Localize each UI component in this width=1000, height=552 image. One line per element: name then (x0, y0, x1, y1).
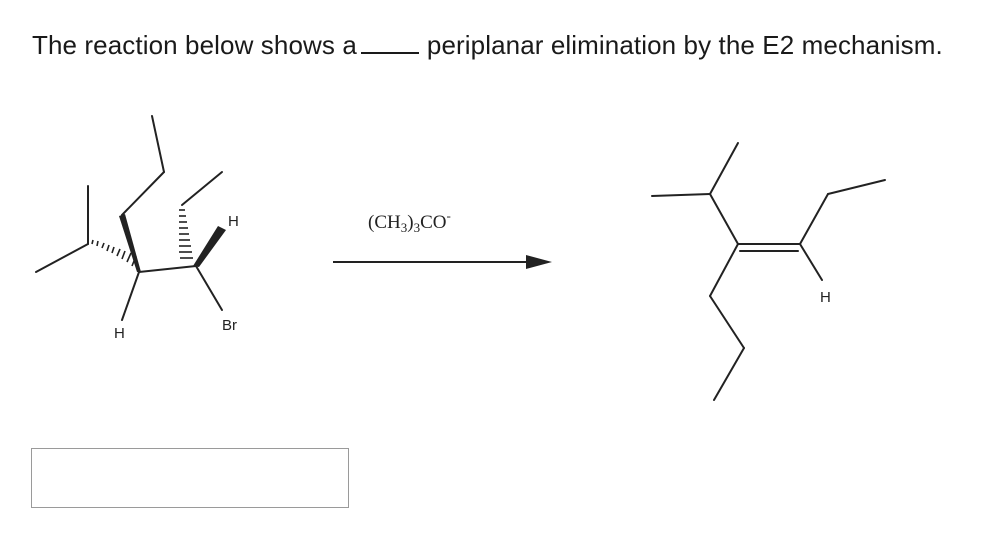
question-blank (360, 34, 419, 54)
reactant-bond-ethyl-2 (151, 115, 165, 173)
reactant-h-top-label: H (228, 213, 239, 230)
reactant-hash-methyl (179, 209, 193, 259)
product-bond-ethyl-1 (799, 193, 829, 245)
product-bond-methyl-up (709, 142, 739, 195)
reactant-structure (35, 115, 223, 321)
reactant-wedge-ethyl (119, 214, 141, 272)
reagent-formula: (CH3)3CO- (368, 208, 451, 235)
product-h-label: H (820, 289, 831, 306)
product-bond-c-h (799, 243, 823, 281)
product-bond-ethyl-2 (827, 179, 886, 195)
reactant-wedge-h (193, 226, 226, 267)
product-bond-ch-c (709, 193, 739, 245)
reaction-arrow-head (526, 255, 552, 269)
product-bond-propyl-1 (709, 243, 739, 297)
product-bond-propyl-2 (709, 295, 745, 349)
product-structure (651, 142, 886, 401)
reactant-bond-methyl-top (181, 171, 223, 206)
reactant-h-bottom-label: H (114, 325, 125, 342)
reactant-bond-methyl-left (35, 243, 89, 273)
reactant-bond-c-h-bottom (121, 271, 140, 321)
reactant-bond-c-br (195, 265, 223, 311)
answer-input[interactable] (31, 448, 349, 508)
reactant-bond-c-c (138, 265, 197, 273)
question-suffix: periplanar elimination by the E2 mechani… (426, 30, 943, 60)
reactant-hash-isopropyl (91, 239, 137, 267)
question-prefix: The reaction below shows a (32, 30, 357, 60)
reactant-br-label: Br (222, 317, 237, 334)
reactant-bond-ethyl-1 (121, 171, 165, 216)
product-bond-methyl-left (651, 193, 711, 197)
product-bond-propyl-3 (713, 347, 745, 401)
question-text: The reaction below shows a periplanar eli… (32, 30, 943, 61)
